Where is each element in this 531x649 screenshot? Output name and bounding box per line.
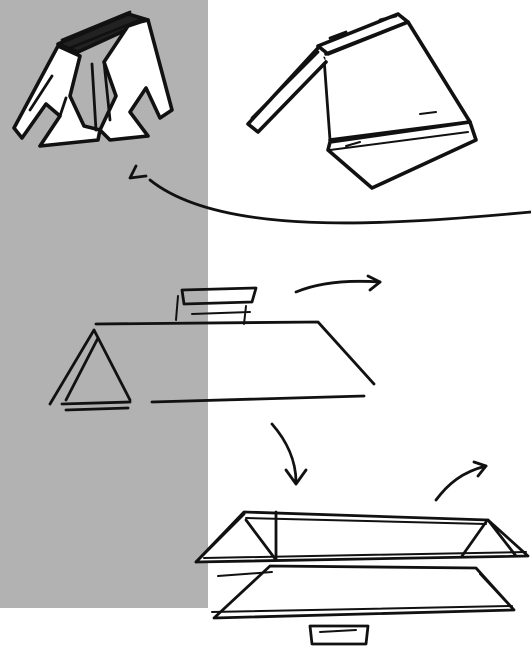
arrow-down: [272, 424, 306, 484]
arrow-up-right: [436, 462, 486, 500]
open-box-stand-sketch: [248, 14, 476, 188]
board-on-tray-sketch: [196, 512, 528, 644]
curved-arrow-left: [130, 166, 531, 223]
arrow-right: [296, 276, 380, 292]
flat-board-sketch: [50, 288, 374, 410]
folded-stand-sketch: [14, 12, 172, 146]
